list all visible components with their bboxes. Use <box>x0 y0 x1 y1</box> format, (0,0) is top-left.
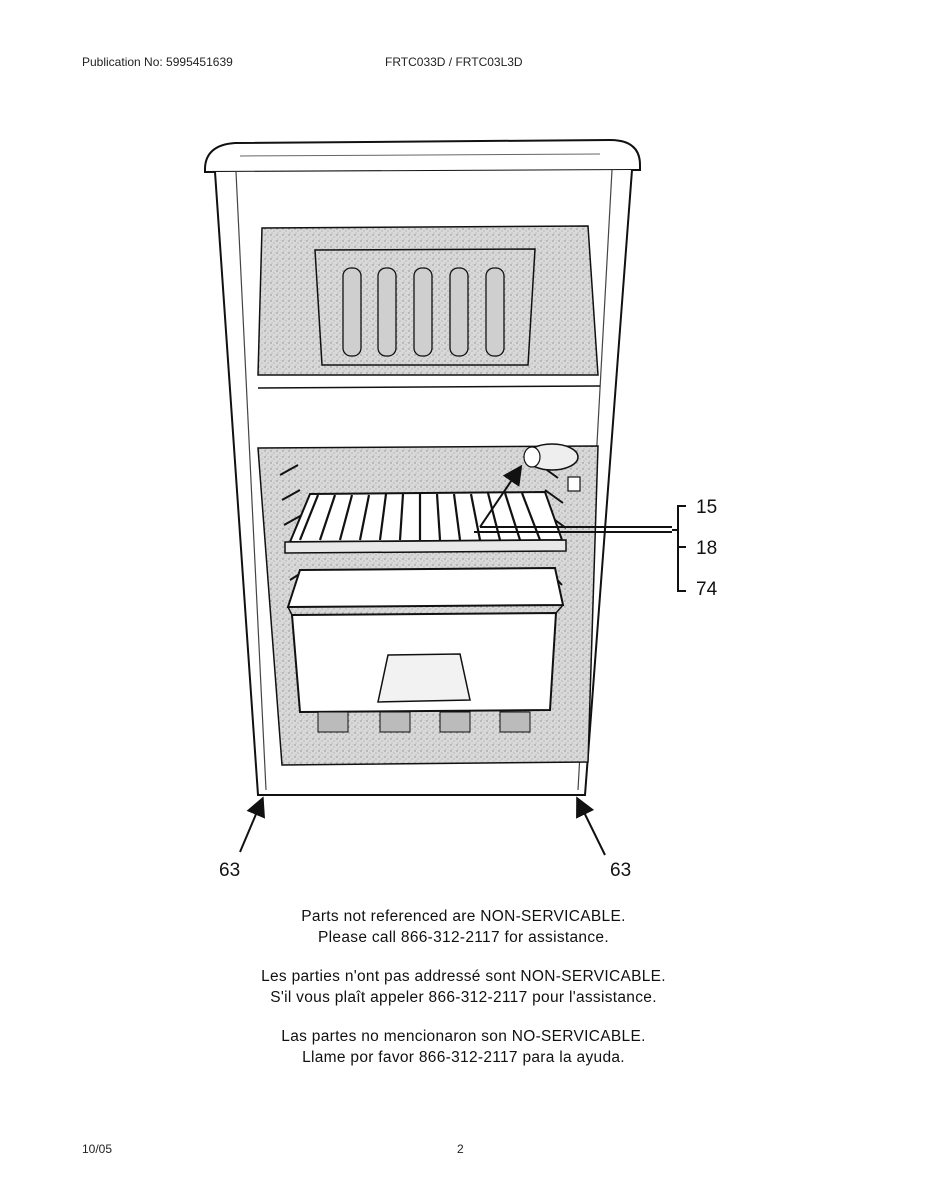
callout-74: 74 <box>696 579 718 600</box>
bottom-grille <box>317 711 531 733</box>
callout-63-left: 63 <box>219 860 240 881</box>
note-spanish: Las partes no mencionaron son NO-SERVICA… <box>0 1026 927 1068</box>
note-french-line1: Les parties n'ont pas addressé sont NON-… <box>261 968 666 985</box>
footer-date: 10/05 <box>82 1142 113 1156</box>
note-french-line2: S'il vous plaît appeler 866-312-2117 pou… <box>270 989 657 1006</box>
refrigerator-diagram: 15 18 74 63 63 <box>204 138 718 881</box>
callout-leaders <box>474 464 686 592</box>
note-english-line1: Parts not referenced are NON-SERVICABLE. <box>301 908 626 925</box>
callout-18: 18 <box>696 538 717 559</box>
callout-15: 15 <box>696 497 717 518</box>
note-spanish-line1: Las partes no mencionaron son NO-SERVICA… <box>281 1028 646 1045</box>
thermostat-control <box>523 443 581 492</box>
publication-number: Publication No: 5995451639 <box>82 55 233 69</box>
wire-shelf <box>284 490 567 554</box>
crisper-drawer <box>286 566 565 714</box>
note-english: Parts not referenced are NON-SERVICABLE.… <box>0 906 927 948</box>
cabinet-top <box>204 138 641 174</box>
freezer-vents <box>342 267 505 357</box>
freezer-compartment <box>257 225 601 389</box>
note-french: Les parties n'ont pas addressé sont NON-… <box>0 966 927 1008</box>
page-number: 2 <box>457 1142 464 1156</box>
note-spanish-line2: Llame por favor 866-312-2117 para la ayu… <box>302 1049 625 1066</box>
leg-arrows <box>239 796 606 856</box>
note-english-line2: Please call 866-312-2117 for assistance. <box>318 929 609 946</box>
callout-63-right: 63 <box>610 860 631 881</box>
service-notes: Parts not referenced are NON-SERVICABLE.… <box>0 906 927 1086</box>
model-numbers: FRTC033D / FRTC03L3D <box>385 55 523 69</box>
